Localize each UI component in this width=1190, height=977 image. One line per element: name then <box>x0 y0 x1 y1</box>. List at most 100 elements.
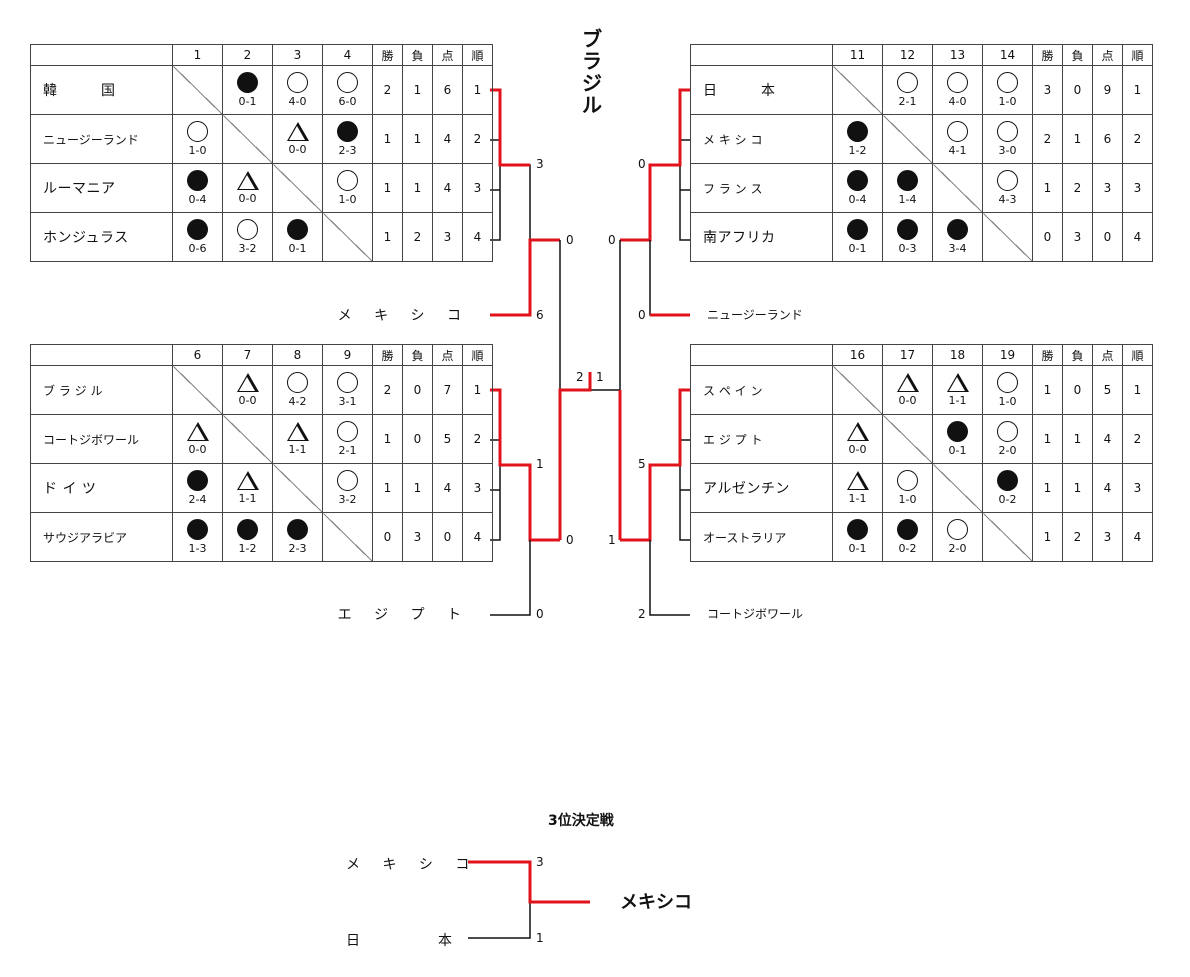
team-name: アルゼンチン <box>690 463 833 513</box>
team-name: ニュージーランド <box>30 114 173 164</box>
header-cell: 点 <box>432 344 463 366</box>
loss-mark-icon <box>187 170 208 191</box>
match-score: 3-2 <box>238 242 257 255</box>
loss-mark-icon <box>947 421 968 442</box>
header-cell: 負 <box>1062 344 1093 366</box>
header-cell: 16 <box>832 344 883 366</box>
match-score: 1-0 <box>338 193 357 206</box>
losses-cell: 1 <box>1062 414 1093 464</box>
win-mark-icon <box>997 372 1018 393</box>
loss-mark-icon <box>897 519 918 540</box>
match-result-cell: 0-2 <box>882 512 933 562</box>
team-name: フ ラ ン ス <box>690 163 833 213</box>
match-result-cell: 3-2 <box>222 212 273 262</box>
rank-cell: 4 <box>1122 212 1153 262</box>
header-cell: 18 <box>932 344 983 366</box>
loss-mark-icon <box>897 219 918 240</box>
loss-mark-icon <box>287 219 308 240</box>
header-cell: 点 <box>1092 344 1123 366</box>
match-score: 3-2 <box>338 493 357 506</box>
score-left-bottom-r2: 0 <box>566 533 574 547</box>
header-cell: 13 <box>932 44 983 66</box>
rank-cell: 3 <box>1122 163 1153 213</box>
match-result-cell: 4-3 <box>982 163 1033 213</box>
match-score: 1-0 <box>188 144 207 157</box>
points-cell: 4 <box>1092 463 1123 513</box>
header-cell: 点 <box>1092 44 1123 66</box>
losses-cell: 0 <box>1062 365 1093 415</box>
team-name: ス ペ イ ン <box>690 365 833 415</box>
rank-cell: 3 <box>1122 463 1153 513</box>
header-corner <box>690 44 833 66</box>
wins-cell: 1 <box>1032 163 1063 213</box>
header-cell: 6 <box>172 344 223 366</box>
score-left-top-r2: 0 <box>566 233 574 247</box>
match-result-cell: 2-1 <box>322 414 373 464</box>
points-cell: 0 <box>1092 212 1123 262</box>
match-result-cell: 0-1 <box>932 414 983 464</box>
third-place-score-2: 1 <box>536 931 544 945</box>
score-left-bottom-wildcard: 0 <box>536 607 544 621</box>
self-match-cell <box>172 365 223 415</box>
header-cell: 8 <box>272 344 323 366</box>
points-cell: 5 <box>1092 365 1123 415</box>
points-cell: 9 <box>1092 65 1123 115</box>
match-result-cell: 0-1 <box>222 65 273 115</box>
match-result-cell: 3-0 <box>982 114 1033 164</box>
wins-cell: 3 <box>1032 65 1063 115</box>
match-result-cell: 0-4 <box>172 163 223 213</box>
loss-mark-icon <box>997 470 1018 491</box>
wins-cell: 1 <box>372 414 403 464</box>
match-score: 4-0 <box>288 95 307 108</box>
match-score: 0-1 <box>238 95 257 108</box>
self-match-cell <box>272 163 323 213</box>
wins-cell: 0 <box>1032 212 1063 262</box>
bracket-line <box>590 240 621 391</box>
match-result-cell: 4-0 <box>932 65 983 115</box>
rank-cell: 4 <box>1122 512 1153 562</box>
points-cell: 4 <box>432 163 463 213</box>
match-score: 2-0 <box>998 444 1017 457</box>
match-score: 2-0 <box>948 542 967 555</box>
draw-mark-icon <box>946 373 969 392</box>
score-final-left: 2 <box>576 370 584 384</box>
match-score: 1-1 <box>238 492 257 505</box>
header-cell: 負 <box>402 344 433 366</box>
third-place-title: 3位決定戦 <box>548 813 614 829</box>
win-mark-icon <box>337 372 358 393</box>
match-score: 4-0 <box>948 95 967 108</box>
losses-cell: 0 <box>1062 65 1093 115</box>
losses-cell: 3 <box>402 512 433 562</box>
self-match-cell <box>932 463 983 513</box>
match-result-cell: 3-1 <box>322 365 373 415</box>
rank-cell: 2 <box>462 114 493 164</box>
loss-mark-icon <box>237 72 258 93</box>
header-cell: 点 <box>432 44 463 66</box>
losses-cell: 2 <box>1062 512 1093 562</box>
match-result-cell: 2-0 <box>932 512 983 562</box>
third-place-team-2: 日 本 <box>346 933 461 949</box>
points-cell: 3 <box>1092 163 1123 213</box>
match-score: 0-3 <box>898 242 917 255</box>
losses-cell: 1 <box>1062 114 1093 164</box>
draw-mark-icon <box>846 471 869 490</box>
match-result-cell: 1-0 <box>172 114 223 164</box>
header-cell: 2 <box>222 44 273 66</box>
win-mark-icon <box>287 72 308 93</box>
rank-cell: 4 <box>462 512 493 562</box>
match-result-cell: 1-1 <box>932 365 983 415</box>
third-place-winner: メキシコ <box>620 892 692 913</box>
points-cell: 4 <box>432 463 463 513</box>
header-cell: 勝 <box>1032 344 1063 366</box>
bracket-line <box>468 902 531 939</box>
team-name: ホンジュラス <box>30 212 173 262</box>
match-result-cell: 1-0 <box>882 463 933 513</box>
match-result-cell: 4-1 <box>932 114 983 164</box>
